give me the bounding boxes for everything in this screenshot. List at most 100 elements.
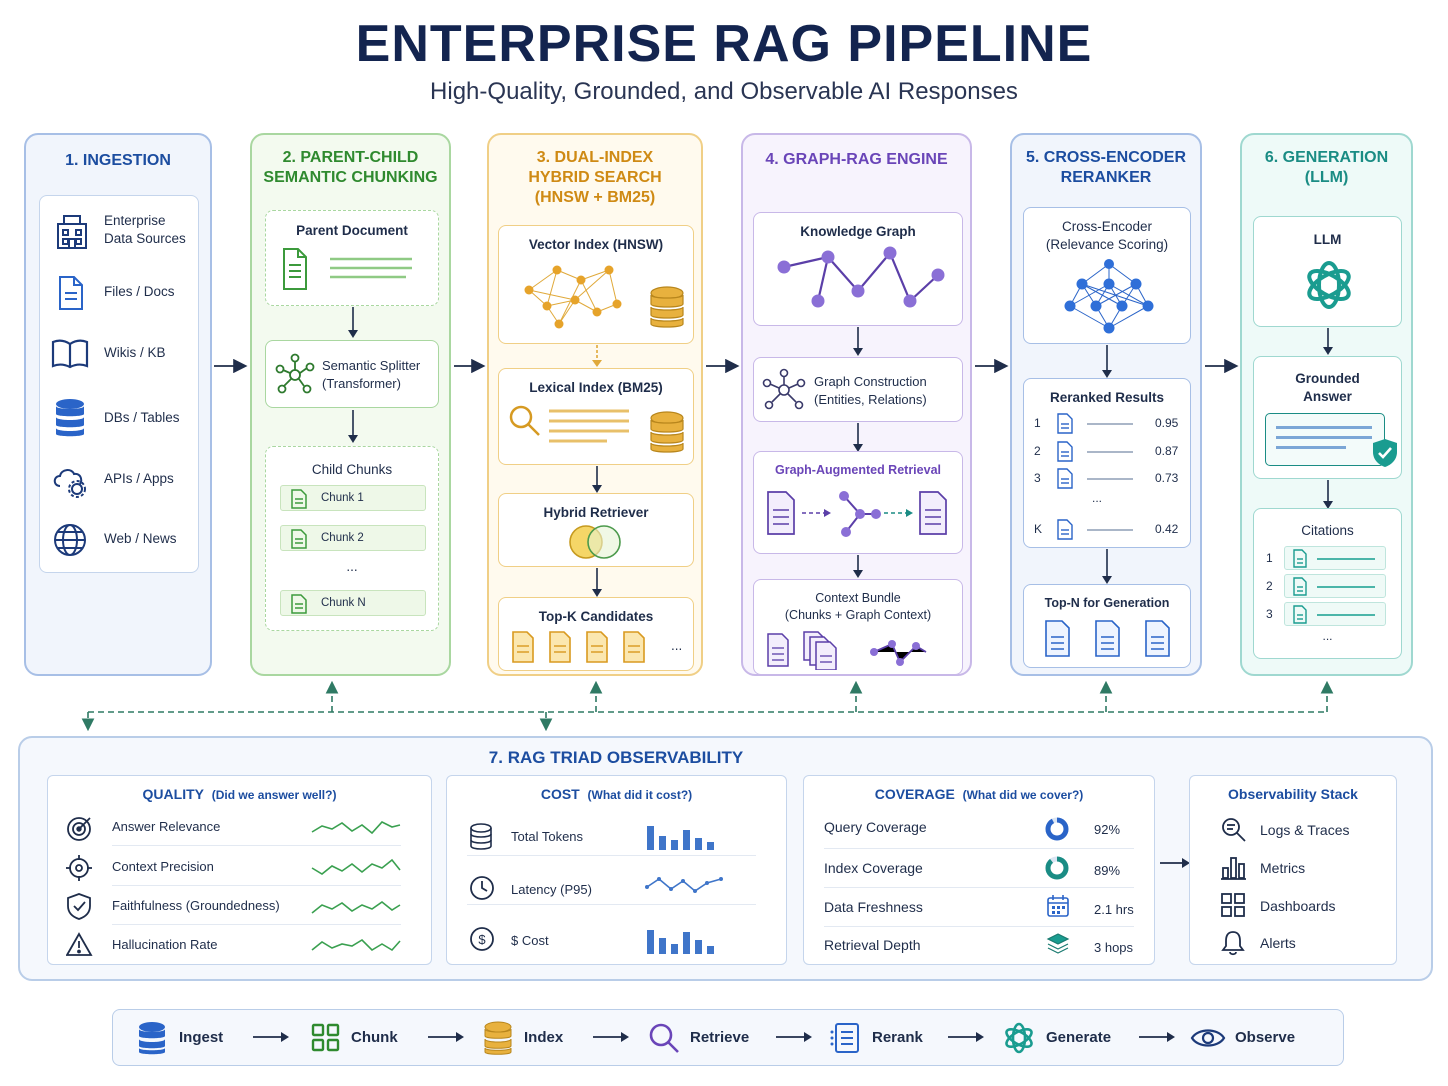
keyword-search-icon	[509, 405, 629, 443]
legend-arrow	[1139, 1032, 1175, 1042]
coverage-row: Query Coverage 92%	[804, 808, 1154, 849]
lexical-index-card: Lexical Index (BM25)	[498, 368, 694, 465]
calendar-icon	[1047, 895, 1069, 917]
legend-arrow	[253, 1032, 289, 1042]
topk-title: Top-K Candidates	[538, 609, 654, 624]
context-bundle-icon	[767, 631, 927, 670]
pipeline-legend: Ingest Chunk Index Retrieve Rerank Gener…	[112, 1009, 1344, 1066]
arrow-down	[592, 345, 602, 367]
cloud-gear-icon	[53, 469, 86, 498]
stack-panel: Observability Stack Logs & Traces Metric…	[1189, 775, 1397, 965]
index-db-icon	[650, 286, 684, 328]
row-divider	[824, 926, 1134, 927]
legend-arrow	[776, 1032, 812, 1042]
page-subtitle: High-Quality, Grounded, and Observable A…	[430, 78, 1018, 105]
bar-chart-icon	[1221, 857, 1246, 880]
topk-ellipsis: ...	[671, 638, 683, 653]
source-label-web: Web / News	[104, 531, 177, 546]
arrow-down	[853, 423, 863, 452]
quality-hint: (Did we answer well?)	[211, 788, 337, 802]
stack-label: Dashboards	[1260, 898, 1336, 914]
cost-label: Total Tokens	[511, 829, 584, 844]
lexical-index-title: Lexical Index (BM25)	[529, 380, 663, 395]
clock-icon	[470, 876, 494, 900]
quality-label: Faithfulness (Groundedness)	[112, 898, 280, 913]
magnifier-icon	[649, 1023, 679, 1053]
citation-item	[1284, 546, 1386, 570]
arrow-right	[1160, 858, 1190, 868]
coverage-value: 92%	[1094, 822, 1121, 837]
answer-line	[1276, 426, 1372, 429]
results-ellipsis: ...	[1092, 491, 1103, 505]
llm-title: LLM	[1313, 232, 1342, 247]
arrow-down	[348, 410, 358, 443]
coverage-value: 2.1 hrs	[1094, 902, 1134, 917]
augmented-retrieval-icon	[767, 491, 947, 537]
semantic-splitter-card: Semantic Splitter (Transformer)	[265, 340, 439, 408]
llm-card: LLM	[1253, 216, 1402, 327]
candidate-docs-icon	[512, 631, 645, 663]
chunk-label: Chunk 2	[321, 532, 364, 544]
index-db-icon	[484, 1021, 512, 1055]
svg-text:$: $	[478, 932, 486, 947]
citation-doc-icon	[1293, 549, 1307, 568]
stack-title: Observability Stack	[1228, 786, 1358, 802]
coverage-row: Index Coverage 89%	[804, 849, 1154, 888]
chunk-doc-icon	[291, 489, 307, 509]
result-rank: 3	[1034, 471, 1041, 485]
stage-chunking: 2. PARENT-CHILD SEMANTIC CHUNKING Parent…	[250, 133, 451, 676]
arrow-down	[348, 307, 358, 338]
result-score: 0.87	[1155, 444, 1179, 458]
graph-construction-card: Graph Construction (Entities, Relations)	[753, 357, 963, 422]
coverage-row: Data Freshness 2.1 hrs	[804, 888, 1154, 927]
legend-label: Ingest	[179, 1029, 224, 1046]
chunk-label: Chunk 1	[321, 492, 364, 504]
ring-89-icon	[1045, 856, 1069, 880]
dollar-icon: $	[470, 927, 494, 951]
document-lines-icon	[283, 248, 412, 290]
source-label-files: Files / Docs	[104, 284, 175, 299]
coverage-label: Query Coverage	[824, 819, 927, 835]
quality-label: Hallucination Rate	[112, 937, 218, 952]
row-divider	[112, 885, 401, 886]
stage-reranker-title: 5. CROSS-ENCODER RERANKER	[1025, 149, 1187, 186]
page-title: ENTERPRISE RAG PIPELINE	[355, 15, 1093, 73]
legend-arrow	[428, 1032, 464, 1042]
answer-line	[1276, 446, 1346, 449]
topn-docs-icon	[1045, 620, 1170, 657]
index-db-icon	[650, 411, 684, 453]
child-chunks-card: Child Chunks Chunk 1 Chunk 2 ... Chunk N	[265, 446, 439, 631]
topn-title: Top-N for Generation	[1044, 596, 1170, 610]
citation-item	[1284, 574, 1386, 598]
chunk-doc-icon	[291, 529, 307, 549]
topk-card: Top-K Candidates ...	[498, 597, 694, 671]
reranked-results-card: Reranked Results 1 0.95 2 0.87 3 0.73 ..…	[1023, 378, 1191, 548]
parent-document-title: Parent Document	[296, 223, 408, 238]
chunk-item: Chunk 1	[280, 485, 426, 511]
context-bundle-title: Context Bundle (Chunks + Graph Context)	[784, 591, 932, 622]
legend-label: Chunk	[351, 1029, 398, 1046]
arrow-down	[1323, 328, 1333, 355]
result-bar	[1087, 451, 1133, 453]
chunk-label: Chunk N	[321, 597, 366, 609]
row-divider	[467, 855, 756, 856]
citation-doc-icon	[1293, 605, 1307, 624]
bar-sparkline	[647, 826, 714, 850]
coverage-panel: COVERAGE (What did we cover?) Query Cove…	[803, 775, 1155, 965]
entity-network-icon	[762, 368, 806, 410]
stage-reranker: 5. CROSS-ENCODER RERANKER Cross-Encoder …	[1010, 133, 1202, 676]
quality-panel: QUALITY (Did we answer well?) Answer Rel…	[47, 775, 432, 965]
stack-row: Logs & Traces	[1190, 813, 1396, 851]
result-score: 0.73	[1155, 471, 1179, 485]
legend-label: Retrieve	[690, 1029, 750, 1046]
quality-row: Faithfulness (Groundedness)	[48, 887, 431, 925]
quality-label: Context Precision	[112, 859, 214, 874]
coverage-label: Retrieval Depth	[824, 937, 921, 953]
source-label-wikis: Wikis / KB	[104, 345, 166, 360]
cross-encoder-title: Cross-Encoder (Relevance Scoring)	[1045, 219, 1169, 252]
graph-construction-label: Graph Construction (Entities, Relations)	[814, 374, 927, 407]
target-icon	[67, 817, 91, 841]
stage-ingestion: 1. INGESTION Enterprise Data Sources Fil…	[24, 133, 212, 676]
citation-line	[1317, 558, 1375, 560]
